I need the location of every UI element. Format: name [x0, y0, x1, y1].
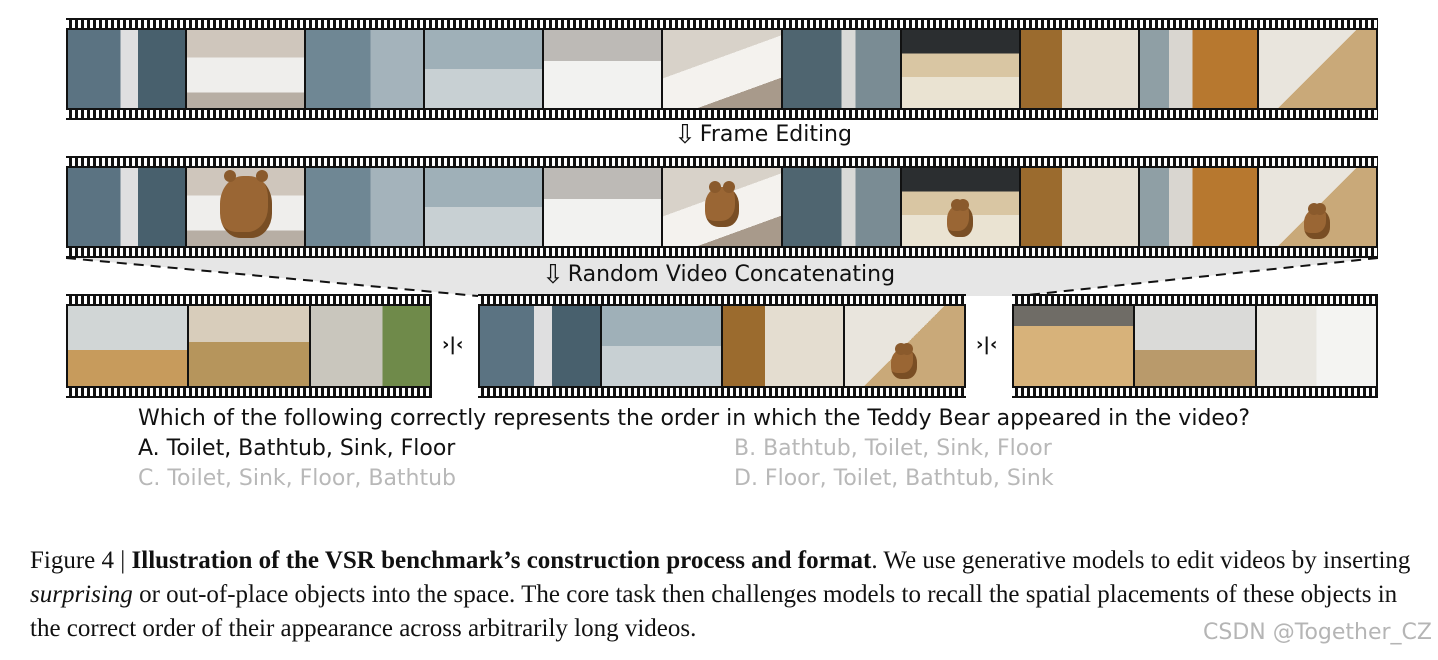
concat-label: ⇩Random Video Concatenating	[542, 260, 895, 290]
teddy-bear-icon	[1304, 209, 1330, 239]
film-perforation-top	[66, 20, 1378, 28]
video-frame	[783, 168, 900, 246]
video-frame	[544, 168, 661, 246]
teddy-bear-icon	[947, 205, 973, 237]
film-perforation-top	[66, 158, 1378, 166]
concat-strip-right	[1012, 294, 1378, 398]
video-frame	[306, 30, 423, 108]
teddy-bear-icon	[220, 176, 272, 238]
video-frame	[1259, 30, 1376, 108]
caption-prefix: Figure 4 |	[30, 547, 132, 574]
video-frame	[425, 168, 542, 246]
frame-editing-text: Frame Editing	[700, 122, 852, 147]
frame-editing-label: ⇩Frame Editing	[674, 120, 852, 150]
edited-video-strip	[66, 156, 1378, 258]
down-arrow-icon: ⇩	[674, 120, 696, 150]
caption-text-2: or out-of-place objects into the space. …	[30, 581, 1397, 642]
option-d: D. Floor, Toilet, Bathtub, Sink	[734, 466, 1054, 491]
video-frame	[902, 30, 1019, 108]
caption-emphasis: surprising	[30, 581, 133, 608]
film-perforation-bottom	[66, 248, 1378, 256]
video-frame	[187, 30, 304, 108]
watermark: CSDN @Together_CZ	[1203, 620, 1432, 645]
teddy-bear-icon	[891, 349, 917, 379]
concat-separator-icon: ›|‹	[442, 334, 463, 355]
option-b: B. Bathtub, Toilet, Sink, Floor	[734, 436, 1052, 461]
option-a: A. Toilet, Bathtub, Sink, Floor	[138, 436, 455, 461]
film-perforation-bottom	[66, 110, 1378, 118]
video-frame	[1021, 30, 1138, 108]
concat-strip-middle	[478, 294, 966, 398]
concat-strip-left	[66, 294, 432, 398]
caption-text-1: . We use generative models to edit video…	[871, 547, 1410, 574]
teddy-bear-icon	[705, 187, 739, 227]
film-perforation-bottom	[1012, 388, 1378, 396]
film-perforation-top	[478, 296, 966, 304]
film-perforation-bottom	[478, 388, 966, 396]
down-arrow-icon: ⇩	[542, 260, 564, 290]
option-c: C. Toilet, Sink, Floor, Bathtub	[138, 466, 456, 491]
video-frame-teddy-sink	[902, 168, 1019, 246]
video-frame-teddy-toilet	[187, 168, 304, 246]
original-video-strip	[66, 18, 1378, 120]
concat-text: Random Video Concatenating	[568, 262, 895, 287]
caption-title: Illustration of the VSR benchmark’s cons…	[132, 547, 872, 574]
video-frame	[68, 30, 185, 108]
video-frame	[783, 30, 900, 108]
concat-separator-icon: ›|‹	[976, 334, 997, 355]
video-frame	[306, 168, 423, 246]
video-frame	[723, 306, 843, 386]
video-frame-teddy-floor	[845, 306, 965, 386]
video-frame	[1140, 168, 1257, 246]
video-frame	[68, 306, 187, 386]
question-text: Which of the following correctly represe…	[138, 406, 1250, 431]
video-frame	[544, 30, 661, 108]
video-frame	[425, 30, 542, 108]
video-frame	[480, 306, 600, 386]
video-frame	[1135, 306, 1254, 386]
video-frame	[1257, 306, 1376, 386]
video-frame-teddy-bathtub	[663, 168, 780, 246]
film-perforation-top	[1012, 296, 1378, 304]
video-frame	[602, 306, 722, 386]
video-frame	[1021, 168, 1138, 246]
film-perforation-top	[66, 296, 432, 304]
video-frame	[1014, 306, 1133, 386]
video-frame	[189, 306, 308, 386]
video-frame	[68, 168, 185, 246]
video-frame	[1140, 30, 1257, 108]
video-frame	[663, 30, 780, 108]
video-frame	[311, 306, 430, 386]
video-frame-teddy-floor	[1259, 168, 1376, 246]
film-perforation-bottom	[66, 388, 432, 396]
